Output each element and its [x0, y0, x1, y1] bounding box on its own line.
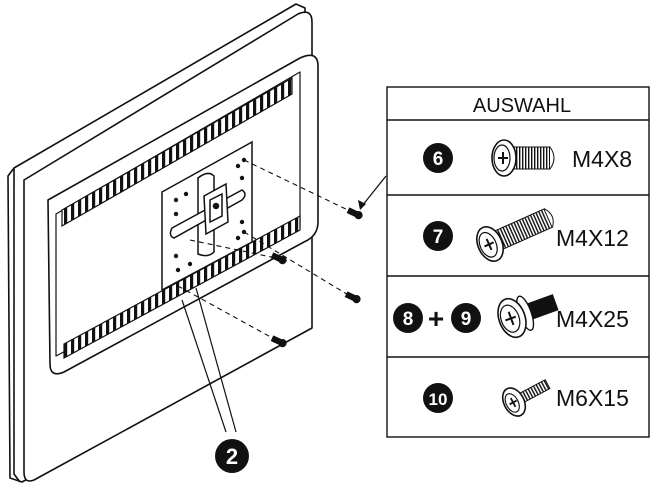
loose-screw-icon: [270, 335, 287, 348]
table-row-m4x8: 6 M4X8: [423, 139, 632, 177]
screw-thin-icon: [501, 379, 551, 417]
table-row-m4x12: 7 M4X12: [423, 208, 629, 262]
part-badge: [393, 303, 423, 333]
table-row-m4x25: 8 + 9 M4X25: [393, 294, 629, 339]
table-pointer: [358, 175, 387, 210]
part-number: 6: [433, 149, 444, 170]
loose-screw-icon: [344, 291, 361, 304]
part-number: 9: [461, 309, 472, 330]
part-number: 8: [403, 309, 414, 330]
callout-number: 2: [226, 444, 238, 469]
plate-holes: [173, 157, 247, 273]
screw-size: M6X15: [556, 385, 629, 411]
table-header: AUSWAHL: [473, 95, 571, 117]
part-number: 10: [429, 390, 448, 409]
part-badge: [423, 221, 453, 251]
loose-screws: [270, 207, 363, 348]
vesa-plate: [161, 140, 253, 292]
part-number: 7: [433, 227, 444, 248]
part-joiner: +: [428, 303, 444, 334]
callout-2: 2: [181, 287, 249, 473]
screw-guide-lines: [177, 159, 353, 341]
screw-short-icon: [491, 139, 555, 177]
screw-table: [386, 86, 650, 438]
screw-size: M4X8: [572, 146, 632, 172]
part-badge: [423, 383, 453, 413]
table-row-m6x15: 10 M6X15: [423, 379, 629, 417]
loose-screw-icon: [270, 252, 287, 265]
screw-size: M4X12: [556, 225, 629, 251]
loose-screw-icon: [346, 207, 363, 220]
part-badge: [451, 303, 481, 333]
top-vents: [61, 76, 293, 228]
callout-badge: [215, 439, 249, 473]
screw-size: M4X25: [556, 306, 629, 332]
screw-long-icon: [476, 208, 554, 262]
screw-washer-icon: [497, 294, 559, 339]
part-badge: [423, 143, 453, 173]
